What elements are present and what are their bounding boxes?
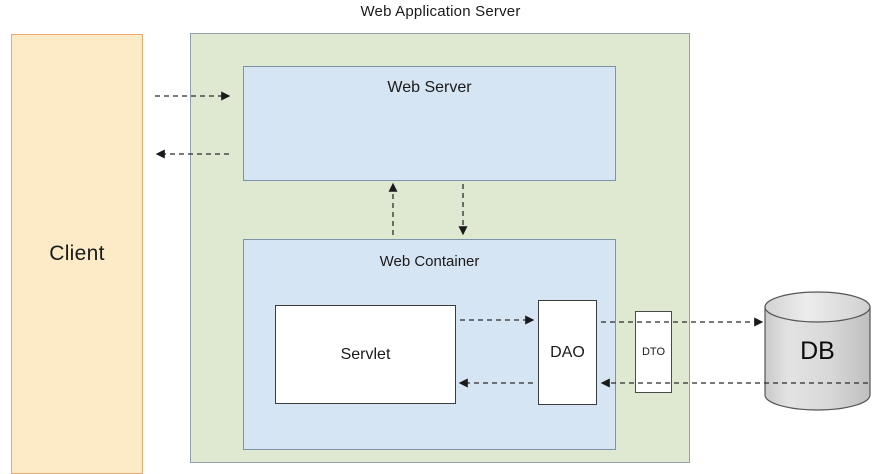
dao-node: DAO (538, 300, 597, 405)
web-server-label: Web Server (387, 79, 472, 96)
dto-label: DTO (641, 346, 666, 358)
database-cylinder-icon (764, 291, 871, 411)
servlet-label: Servlet (340, 345, 391, 363)
servlet-node: Servlet (275, 305, 456, 404)
dao-label: DAO (550, 343, 585, 361)
client-label: Client (49, 242, 105, 265)
web-server-node: Web Server (243, 66, 616, 181)
client-node: Client (11, 34, 143, 474)
web-container-label: Web Container (379, 253, 480, 270)
diagram-title: Web Application Server (360, 3, 521, 20)
dto-node: DTO (635, 311, 672, 393)
